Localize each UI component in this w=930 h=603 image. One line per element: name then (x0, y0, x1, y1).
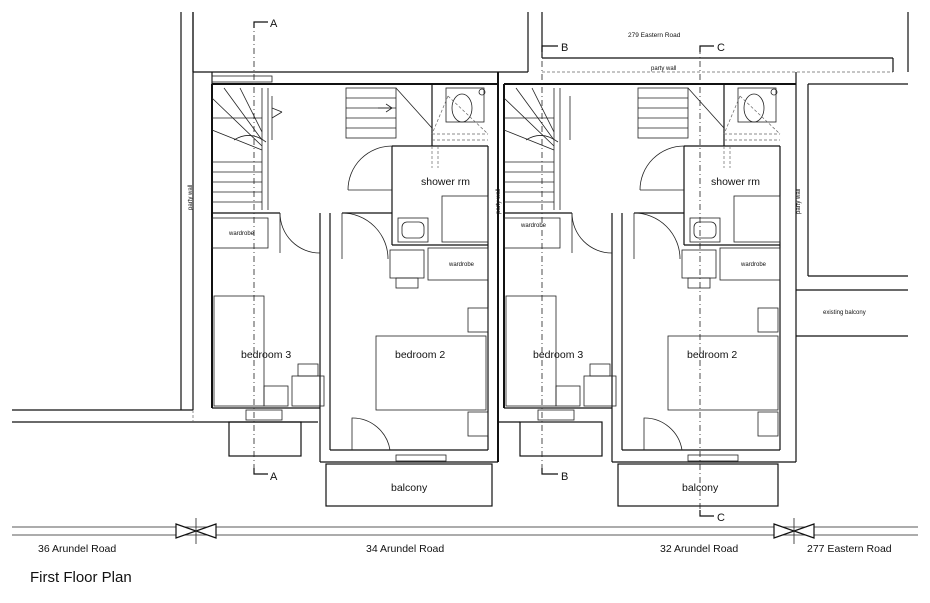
unit2-balcony-label: balcony (682, 482, 719, 494)
section-a-bottom: A (270, 471, 278, 483)
section-c-top: C (717, 42, 725, 54)
existing-balcony-label: existing balcony (823, 310, 866, 316)
unit1-balcony-label: balcony (391, 482, 428, 494)
unit2-shower-label: shower rm (711, 176, 760, 188)
unit-34-stairs (211, 87, 433, 210)
unit1-wardrobe-b: wardrobe (448, 262, 475, 268)
party-wall-left-label: party wall (188, 185, 194, 210)
unit-32-walls (498, 83, 797, 463)
outline-walls (12, 12, 909, 423)
unit-34-fittings (347, 87, 489, 243)
section-a-top: A (270, 18, 278, 30)
unit2-bedroom-3-label: bedroom 3 (533, 349, 583, 361)
unit2-wardrobe-a: wardrobe (520, 223, 547, 229)
unit2-wardrobe-b: wardrobe (740, 262, 767, 268)
address-36-arundel: 36 Arundel Road (38, 543, 116, 555)
dimension-line (12, 518, 918, 544)
unit1-bedroom-2-label: bedroom 2 (395, 349, 445, 361)
unit-34-walls (211, 72, 499, 463)
address-34-arundel: 34 Arundel Road (366, 543, 444, 555)
unit1-wardrobe-a: wardrobe (228, 231, 255, 237)
unit-32-fittings (639, 87, 781, 243)
address-32-arundel: 32 Arundel Road (660, 543, 738, 555)
address-277-eastern: 277 Eastern Road (807, 543, 892, 555)
section-lines (192, 21, 714, 517)
section-b-top: B (561, 42, 568, 54)
party-wall-top-label: party wall (651, 66, 676, 72)
unit1-shower-label: shower rm (421, 176, 470, 188)
road-label-top: 279 Eastern Road (628, 32, 681, 39)
unit1-bedroom-3-label: bedroom 3 (241, 349, 291, 361)
unit2-bedroom-2-label: bedroom 2 (687, 349, 737, 361)
section-b-bottom: B (561, 471, 568, 483)
unit-32-furniture (503, 212, 781, 507)
party-wall-right-label: party wall (796, 189, 802, 214)
plan-title: First Floor Plan (30, 569, 132, 586)
section-c-bottom: C (717, 512, 725, 524)
unit-32-stairs (503, 87, 725, 210)
party-wall-mid-label: party wall (496, 189, 502, 214)
unit-34-furniture (211, 212, 493, 507)
